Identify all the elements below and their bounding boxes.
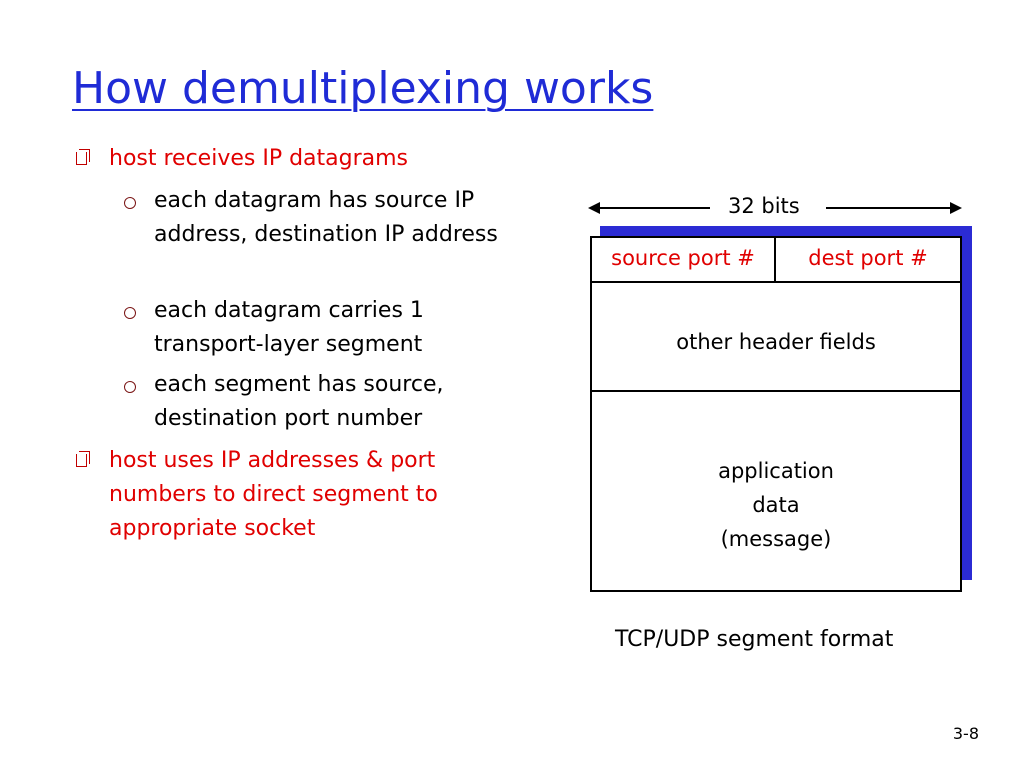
circle-bullet-icon xyxy=(124,197,136,209)
row-divider xyxy=(592,281,960,283)
header-fields-label: other header fields xyxy=(676,330,876,354)
square-bullet-icon xyxy=(76,149,90,165)
circle-bullet-icon xyxy=(124,381,136,393)
segment-box: source port # dest port # other header f… xyxy=(590,236,962,592)
arrow-left-icon xyxy=(588,202,600,214)
diagram-caption: TCP/UDP segment format xyxy=(615,627,894,652)
bullet-text: each datagram has source IP address, des… xyxy=(154,188,498,247)
data-line: application xyxy=(718,459,834,483)
circle-bullet-icon xyxy=(124,307,136,319)
port-divider xyxy=(774,238,776,281)
page-number: 3-8 xyxy=(952,724,979,743)
data-line: (message) xyxy=(720,527,832,551)
square-bullet-icon xyxy=(76,451,90,467)
arrow-right-icon xyxy=(950,202,962,214)
bullet-text: host uses IP addresses & port numbers to… xyxy=(109,448,438,541)
bullet-text: each datagram carries 1 transport-layer … xyxy=(154,298,424,357)
bullet-text: each segment has source, destination por… xyxy=(154,372,444,431)
bit-width-label: 32 bits xyxy=(728,194,800,218)
application-data-label: application data (message) xyxy=(592,454,960,556)
bullet-text: host receives IP datagrams xyxy=(109,146,409,171)
data-line: data xyxy=(752,493,800,517)
width-arrow-line-left xyxy=(598,207,710,209)
dest-port-field: dest port # xyxy=(808,246,928,270)
width-arrow-line-right xyxy=(826,207,952,209)
source-port-field: source port # xyxy=(611,246,755,270)
row-divider xyxy=(592,390,960,392)
slide-title: How demultiplexing works xyxy=(72,63,654,114)
